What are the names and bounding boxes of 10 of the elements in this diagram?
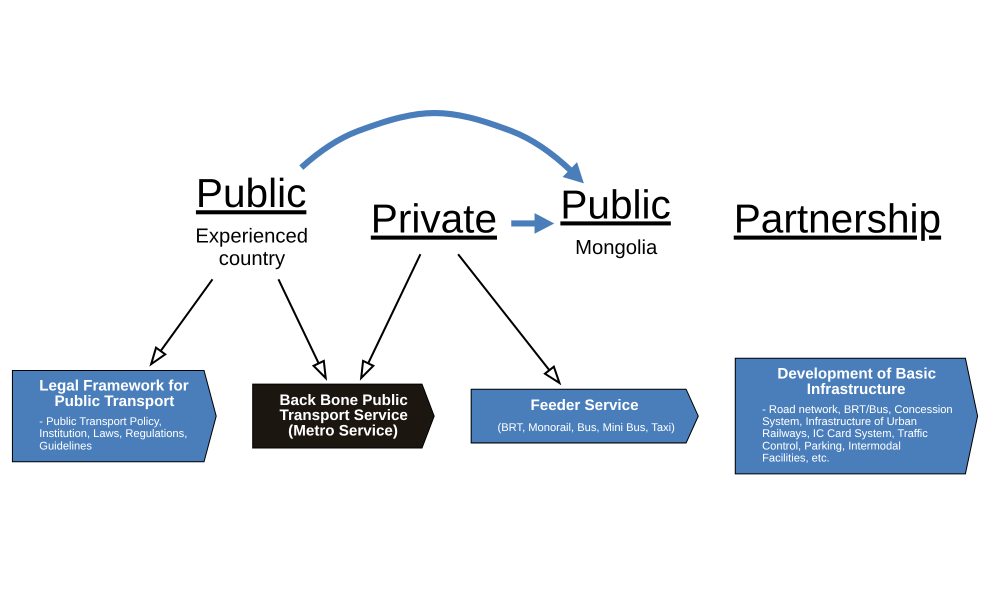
node-text: Public Experienced country [195,170,308,270]
arrow [149,278,214,367]
arrow [457,254,562,386]
arrow [299,110,584,184]
arrow [360,254,422,381]
arrow [278,278,328,381]
node-text: Partnership [734,196,942,242]
arrow [511,213,554,234]
node-text: Public Mongolia [560,181,671,259]
node-text: Private [370,196,498,242]
